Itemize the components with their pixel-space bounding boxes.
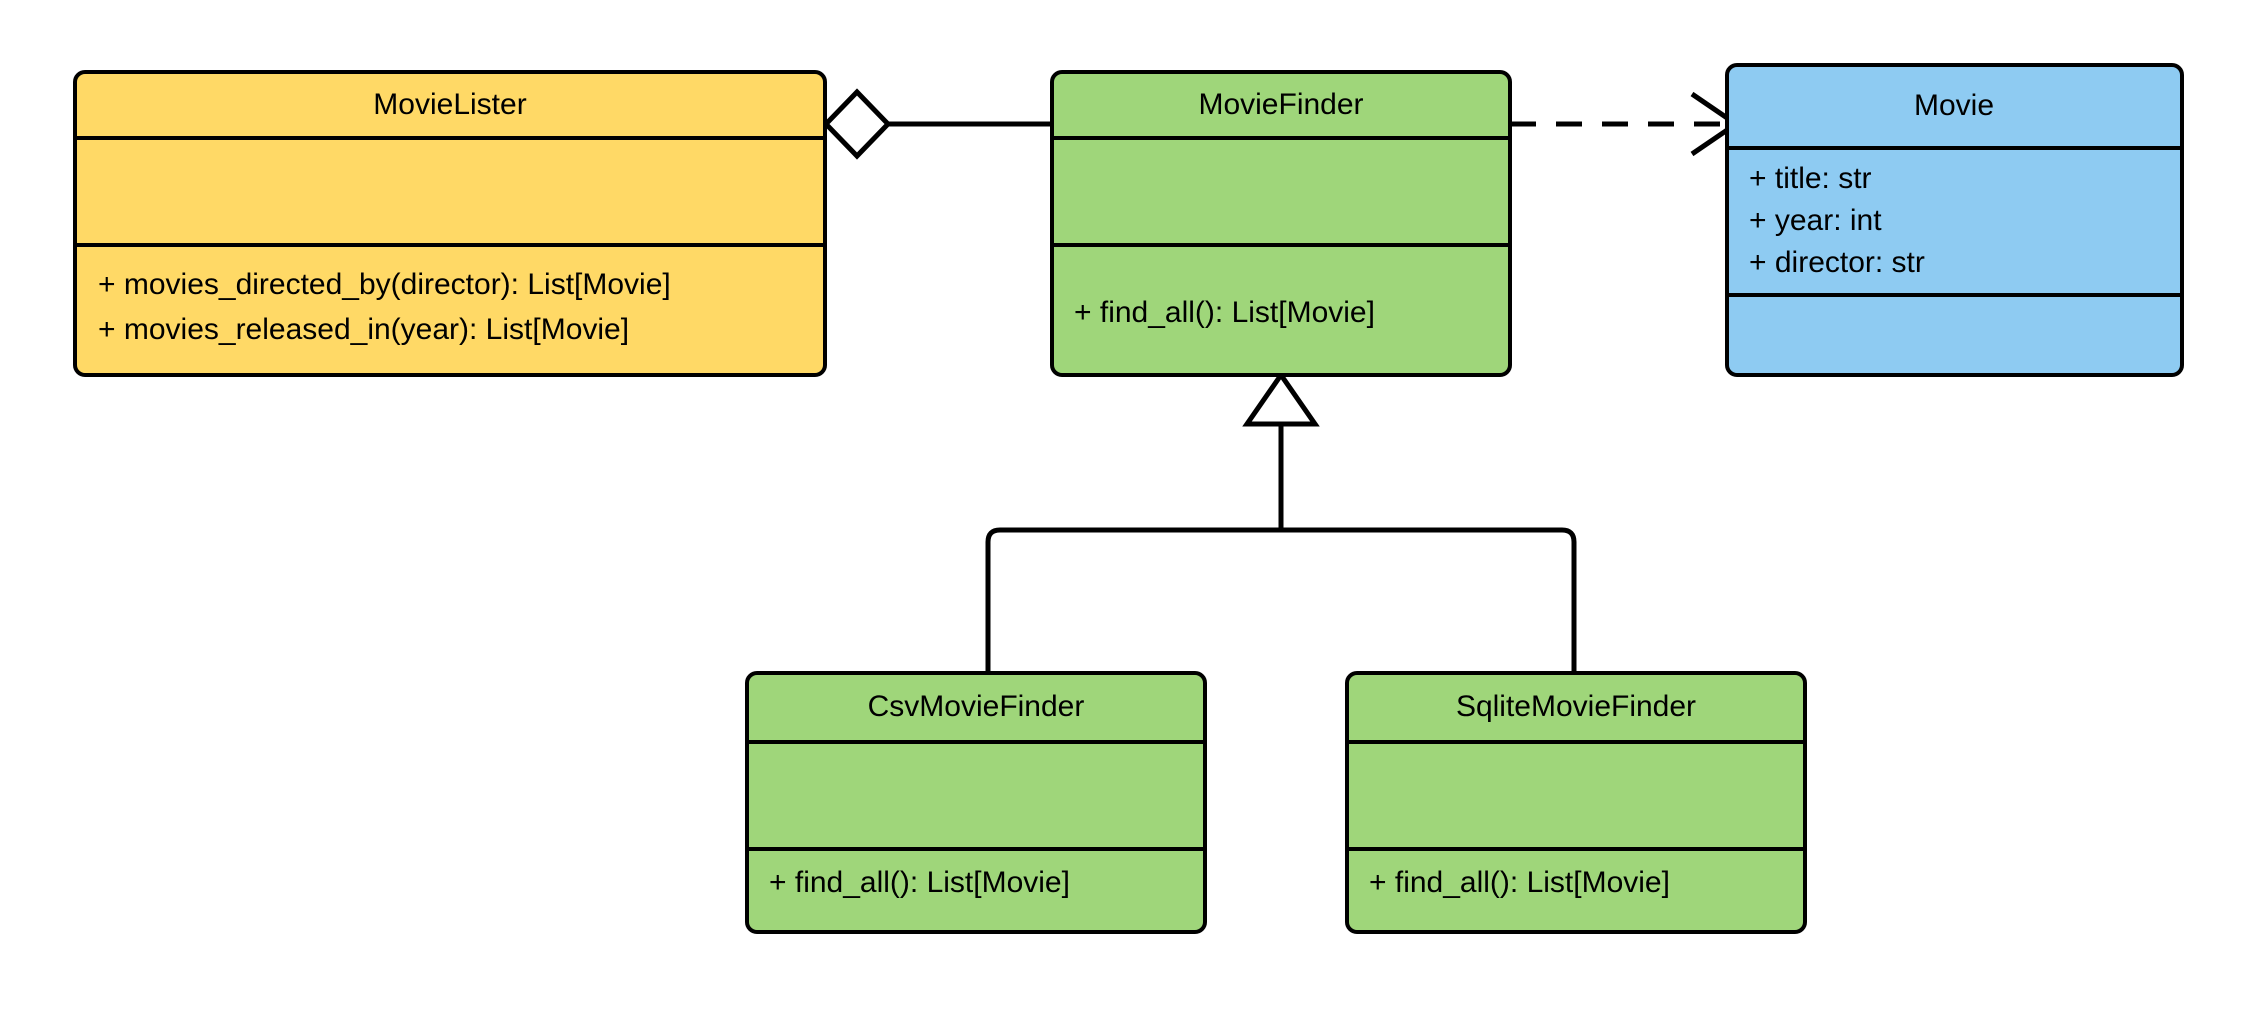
relationship-aggregation-lister-finder[interactable]	[822, 88, 1052, 160]
sqlite-movie-finder-method-0: + find_all(): List[Movie]	[1369, 866, 1670, 899]
relationship-generalization-subclasses[interactable]	[985, 370, 1577, 673]
movie-attribute-0: + title: str	[1749, 162, 1872, 195]
movie-finder-title: MovieFinder	[1198, 88, 1363, 121]
relationship-dependency-finder-movie[interactable]	[1510, 91, 1741, 157]
generalization-branch-sqlite	[1281, 527, 1577, 673]
sqlite-movie-finder-title: SqliteMovieFinder	[1456, 690, 1696, 723]
movie-finder-body	[1050, 70, 1512, 377]
hollow-diamond-icon	[822, 88, 892, 160]
movie-lister-body	[73, 70, 827, 377]
csv-movie-finder-body	[745, 671, 1207, 934]
movie-body	[1725, 63, 2184, 377]
movie-attribute-2: + director: str	[1749, 246, 1925, 279]
class-box-sqlite-movie-finder[interactable]: SqliteMovieFinder + find_all(): List[Mov…	[1345, 671, 1807, 934]
class-box-csv-movie-finder[interactable]: CsvMovieFinder + find_all(): List[Movie]	[745, 671, 1207, 934]
movie-lister-method-1: + movies_released_in(year): List[Movie]	[98, 313, 629, 346]
movie-finder-method-0: + find_all(): List[Movie]	[1074, 296, 1375, 329]
csv-movie-finder-method-0: + find_all(): List[Movie]	[769, 866, 1070, 899]
class-box-movie-lister[interactable]: MovieLister + movies_directed_by(directo…	[73, 70, 827, 377]
movie-lister-title: MovieLister	[373, 88, 526, 121]
csv-movie-finder-title: CsvMovieFinder	[868, 690, 1085, 723]
sqlite-movie-finder-body	[1345, 671, 1807, 934]
class-box-movie-finder[interactable]: MovieFinder + find_all(): List[Movie]	[1050, 70, 1512, 377]
generalization-branch-csv	[985, 527, 1281, 673]
hollow-triangle-icon	[1242, 370, 1320, 427]
class-box-movie[interactable]: Movie + title: str + year: int + directo…	[1725, 63, 2184, 377]
movie-attribute-1: + year: int	[1749, 204, 1882, 237]
movie-lister-method-0: + movies_directed_by(director): List[Mov…	[98, 268, 671, 301]
movie-title: Movie	[1914, 89, 1994, 122]
